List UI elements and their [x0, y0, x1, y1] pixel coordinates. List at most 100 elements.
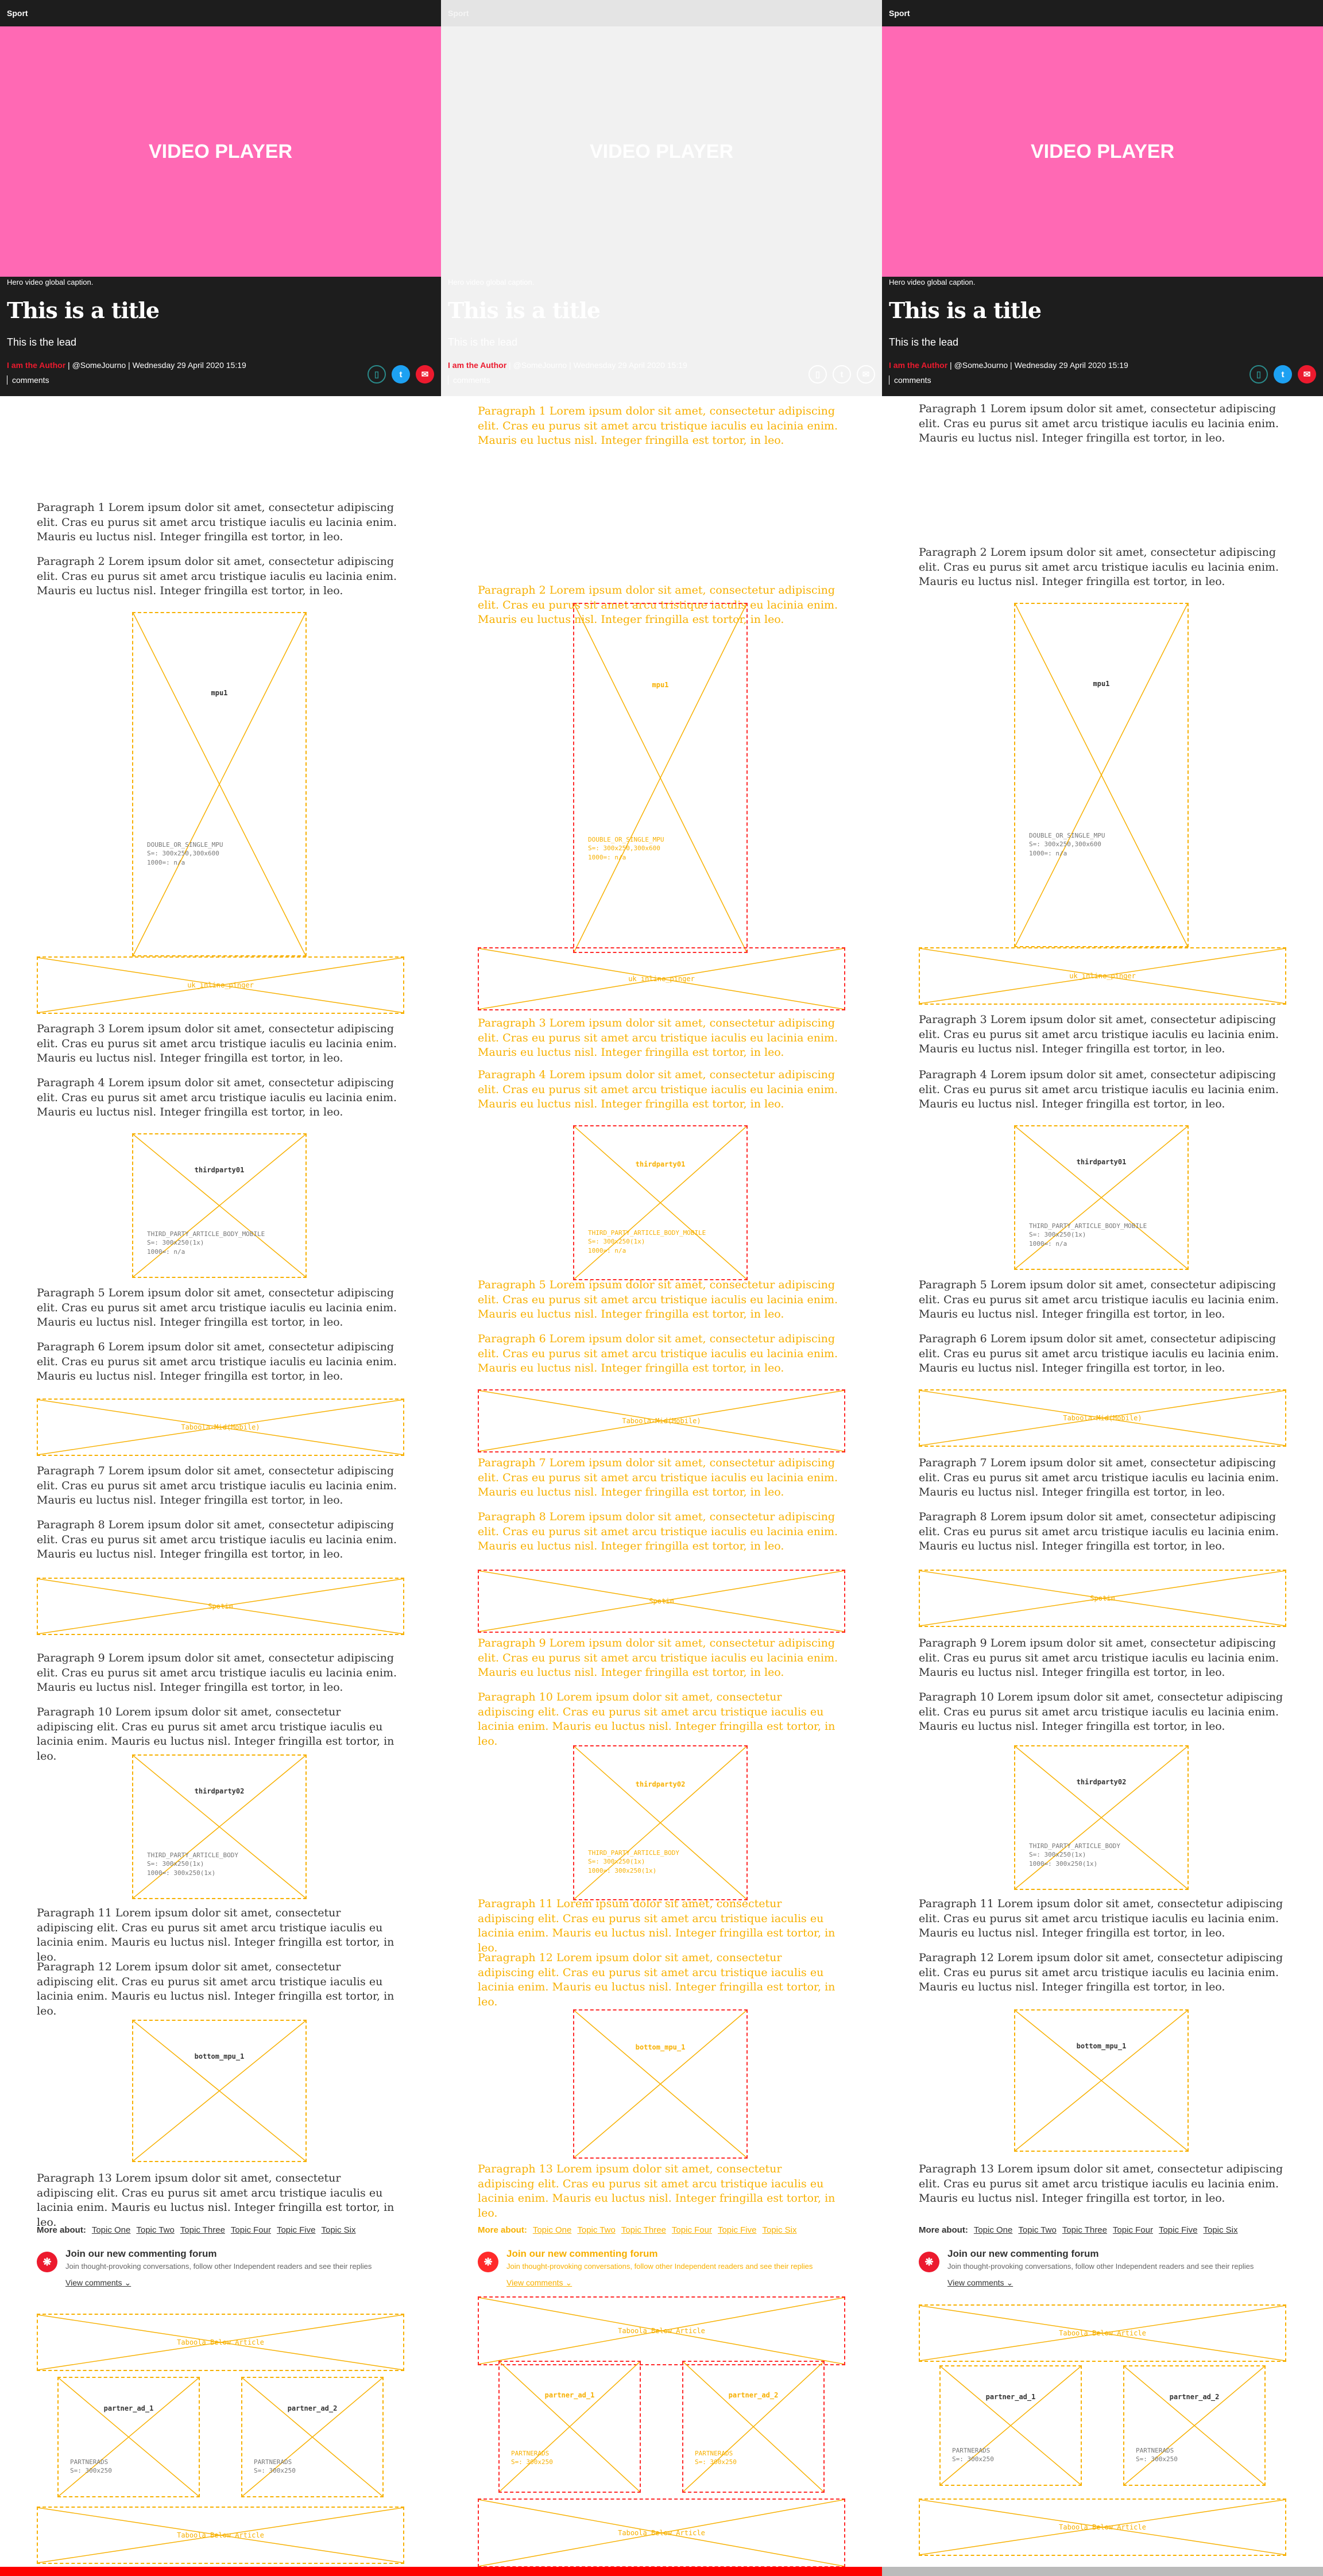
ad-slot-label: Spotim	[649, 1597, 674, 1605]
byline-meta: | @SomeJourno | Wednesday 29 April 2020 …	[68, 361, 246, 370]
topic-link[interactable]: Topic Five	[717, 2225, 757, 2235]
topic-link[interactable]: Topic Three	[180, 2225, 225, 2235]
bottom-strip	[0, 2567, 441, 2576]
byline: I am the Author | @SomeJourno | Wednesda…	[448, 361, 687, 370]
author-link[interactable]: I am the Author	[7, 361, 66, 370]
topic-link[interactable]: Topic Four	[1112, 2225, 1153, 2235]
email-icon[interactable]: ✉	[1298, 365, 1316, 384]
ad-slot-spotim[interactable]: Spotim	[478, 1570, 845, 1633]
author-link[interactable]: I am the Author	[889, 361, 948, 370]
comments-link[interactable]: comments	[448, 375, 490, 385]
ad-slot-taboola-below-2[interactable]: Taboola Below Article	[919, 2498, 1286, 2556]
section-nav[interactable]: Sport	[0, 0, 441, 26]
video-player[interactable]: VIDEO PLAYER	[441, 26, 882, 277]
section-label[interactable]: Sport	[448, 9, 469, 18]
twitter-icon[interactable]: t	[833, 365, 851, 384]
article-paragraph: Paragraph 3 Lorem ipsum dolor sit amet, …	[37, 1022, 397, 1065]
ad-slot-spec: PARTNERADS S=: 300x250	[695, 2450, 737, 2466]
twitter-icon[interactable]: t	[392, 365, 410, 384]
bookmark-icon[interactable]: ▯	[368, 365, 386, 384]
view-comments-button[interactable]: View comments ⌄	[947, 2278, 1013, 2287]
topic-link[interactable]: Topic Six	[1203, 2225, 1238, 2235]
independent-logo-icon: ❋	[478, 2252, 498, 2272]
ad-slot-taboola-mid[interactable]: Taboola-Mid(Mobile)	[478, 1389, 845, 1452]
topic-link[interactable]: Topic Five	[276, 2225, 316, 2235]
ad-slot-spotim[interactable]: Spotim	[919, 1570, 1286, 1627]
topic-link[interactable]: Topic Five	[1158, 2225, 1198, 2235]
ad-slot-taboola-below[interactable]: Taboola Below Article	[37, 2314, 404, 2371]
ad-slot-inline-pinger[interactable]: uk_inline_pinger	[478, 947, 845, 1010]
bookmark-icon[interactable]: ▯	[1250, 365, 1268, 384]
ad-slot-bottom-mpu[interactable]: bottom_mpu_1	[132, 2020, 307, 2162]
comments-link[interactable]: comments	[889, 375, 931, 385]
email-icon[interactable]: ✉	[416, 365, 434, 384]
section-label[interactable]: Sport	[7, 9, 28, 18]
ad-slot-spotim[interactable]: Spotim	[37, 1578, 404, 1635]
topic-link[interactable]: Topic One	[532, 2225, 572, 2235]
topic-link[interactable]: Topic Three	[1062, 2225, 1107, 2235]
section-nav[interactable]: Sport	[441, 0, 882, 26]
author-link[interactable]: I am the Author	[448, 361, 507, 370]
bookmark-icon[interactable]: ▯	[808, 365, 827, 384]
ad-slot-taboola-below-2[interactable]: Taboola Below Article	[478, 2498, 845, 2567]
topic-link[interactable]: Topic One	[91, 2225, 131, 2235]
ad-slot-taboola-mid[interactable]: Taboola-Mid(Mobile)	[37, 1399, 404, 1456]
section-nav[interactable]: Sport	[882, 0, 1323, 26]
article-paragraph: Paragraph 13 Lorem ipsum dolor sit amet,…	[478, 2163, 835, 2219]
comments-link[interactable]: comments	[7, 375, 49, 385]
video-player[interactable]: VIDEO PLAYER	[882, 26, 1323, 277]
video-player[interactable]: VIDEO PLAYER	[0, 26, 441, 277]
ad-slot-bottom-mpu[interactable]: bottom_mpu_1	[1014, 2009, 1189, 2152]
ad-slot-taboola-below[interactable]: Taboola Below Article	[478, 2296, 845, 2365]
ad-slot-taboola-below[interactable]: Taboola Below Article	[919, 2304, 1286, 2362]
topic-link[interactable]: Topic Three	[621, 2225, 666, 2235]
ad-slot-taboola-mid[interactable]: Taboola-Mid(Mobile)	[919, 1389, 1286, 1447]
ad-slot-name: mpu1	[1093, 680, 1110, 688]
topic-link[interactable]: Topic Two	[1018, 2225, 1057, 2235]
topic-link[interactable]: Topic Four	[230, 2225, 271, 2235]
ad-slot-name: partner_ad_2	[287, 2404, 338, 2412]
topic-link[interactable]: Topic Four	[671, 2225, 712, 2235]
article-paragraph: Paragraph 3 Lorem ipsum dolor sit amet, …	[478, 1017, 838, 1059]
ad-slot-taboola-below-2[interactable]: Taboola Below Article	[37, 2507, 404, 2564]
ad-slot-name: partner_ad_1	[544, 2391, 595, 2399]
view-comments-button[interactable]: View comments ⌄	[506, 2278, 572, 2287]
email-icon[interactable]: ✉	[857, 365, 875, 384]
topic-link[interactable]: Topic Two	[577, 2225, 616, 2235]
byline: I am the Author | @SomeJourno | Wednesda…	[7, 361, 246, 370]
topic-link[interactable]: Topic Six	[762, 2225, 797, 2235]
ad-slot-label: uk_inline_pinger	[187, 981, 254, 989]
bottom-strip	[441, 2567, 882, 2576]
ad-slot-inline-pinger[interactable]: uk_inline_pinger	[919, 947, 1286, 1005]
section-label[interactable]: Sport	[889, 9, 910, 18]
topic-link[interactable]: Topic Two	[136, 2225, 175, 2235]
topic-link[interactable]: Topic Six	[321, 2225, 356, 2235]
bottom-strip	[882, 2567, 1323, 2576]
article-paragraph: Paragraph 7 Lorem ipsum dolor sit amet, …	[37, 1465, 397, 1507]
ad-slot-inline-pinger[interactable]: uk_inline_pinger	[37, 956, 404, 1014]
twitter-icon[interactable]: t	[1274, 365, 1292, 384]
video-label: VIDEO PLAYER	[1030, 140, 1175, 162]
article-paragraph: Paragraph 5 Lorem ipsum dolor sit amet, …	[37, 1287, 397, 1329]
topic-link[interactable]: Topic One	[973, 2225, 1013, 2235]
view-comments-button[interactable]: View comments ⌄	[65, 2278, 131, 2287]
article-paragraph: Paragraph 5 Lorem ipsum dolor sit amet, …	[478, 1279, 838, 1321]
article-paragraph: Paragraph 2 Lorem ipsum dolor sit amet, …	[478, 584, 838, 626]
article-paragraph: Paragraph 5 Lorem ipsum dolor sit amet, …	[919, 1279, 1279, 1321]
ad-slot-bottom-mpu[interactable]: bottom_mpu_1	[573, 2009, 748, 2159]
